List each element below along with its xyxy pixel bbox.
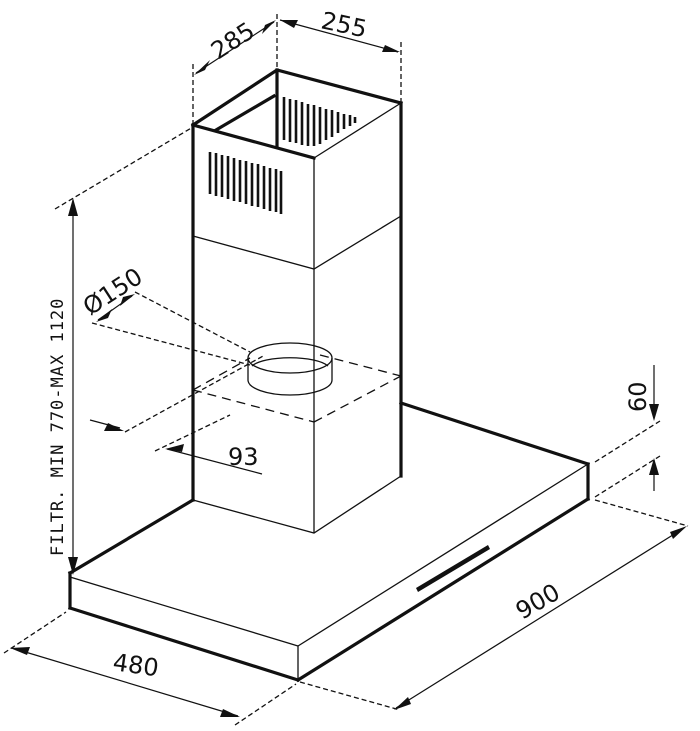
dimension-height-range: FILTR. MIN 770-MAX 1120 <box>48 126 194 575</box>
vent-slots-front <box>208 152 283 214</box>
chimney <box>190 68 403 534</box>
control-panel <box>416 545 490 592</box>
duct-collar <box>247 342 333 396</box>
dimension-chimney-depth: 285 <box>192 14 278 125</box>
label-900: 900 <box>511 578 565 625</box>
label-height-range: FILTR. MIN 770-MAX 1120 <box>48 298 68 556</box>
dimension-canopy-height: 60 <box>594 365 661 498</box>
dimension-canopy-depth: 480 <box>3 611 297 726</box>
label-duct-diameter: Ø150 <box>78 262 148 321</box>
label-60: 60 <box>624 381 652 412</box>
label-480: 480 <box>111 648 160 682</box>
dimension-canopy-width: 900 <box>299 499 689 711</box>
hidden-outlines <box>91 291 402 452</box>
dimension-duct-offset: 93 <box>89 419 263 475</box>
label-285: 285 <box>206 17 260 65</box>
canopy <box>67 400 591 683</box>
label-93: 93 <box>228 443 259 471</box>
vent-slots-back <box>282 97 357 146</box>
dimension-duct-diameter: Ø150 <box>78 262 148 322</box>
label-255: 255 <box>319 6 370 43</box>
